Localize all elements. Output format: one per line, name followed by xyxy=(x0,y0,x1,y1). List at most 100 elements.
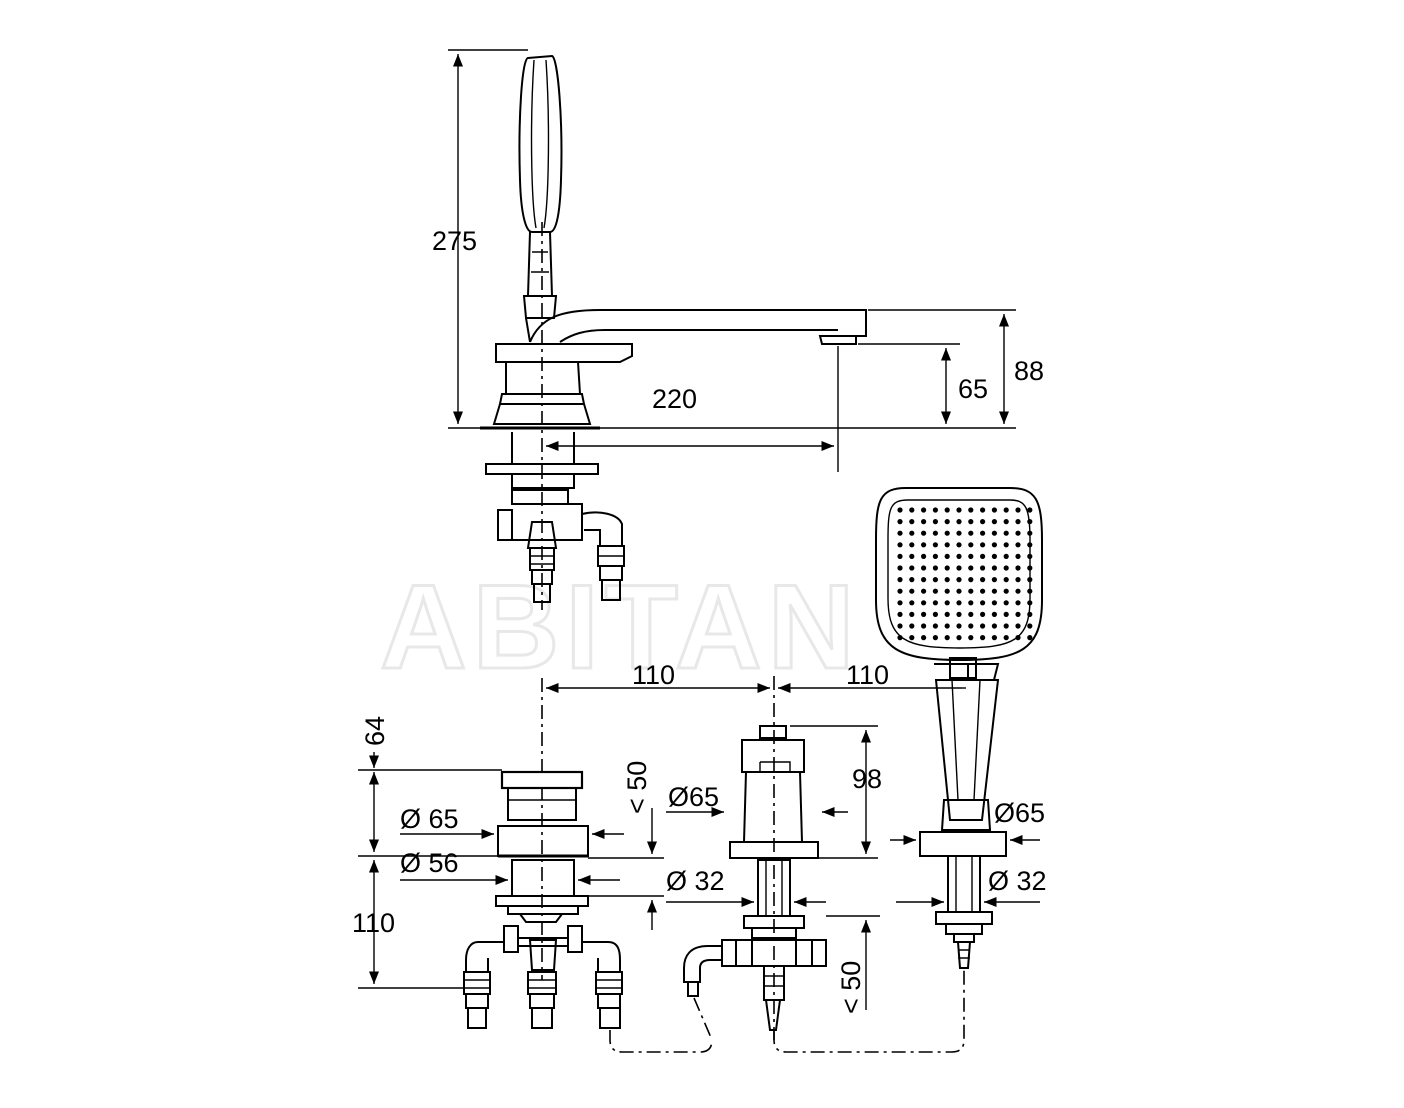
nozzle-dot xyxy=(980,519,986,525)
nozzle-dot xyxy=(932,611,939,618)
nozzle-dot xyxy=(897,611,903,618)
nozzle-dot xyxy=(968,600,974,606)
nozzle-dot xyxy=(944,635,950,641)
nozzle-dot xyxy=(956,530,962,536)
nozzle-dot xyxy=(991,611,998,618)
nozzle-dot xyxy=(1003,542,1009,548)
nozzle-dot xyxy=(897,600,903,606)
nozzle-dot xyxy=(909,530,915,536)
nozzle-dot xyxy=(921,623,927,629)
spacing-dimensions: 110 110 xyxy=(541,660,966,1040)
nozzle-dot xyxy=(1003,553,1009,560)
nozzle-dot xyxy=(1027,519,1033,525)
nozzle-dot xyxy=(1015,542,1021,548)
nozzle-dot xyxy=(921,553,927,560)
hand-shower-head xyxy=(875,487,1043,857)
nozzle-dot xyxy=(1015,611,1021,618)
hose-route xyxy=(609,970,965,1053)
nozzle-dot xyxy=(944,507,950,513)
nozzle-dot xyxy=(980,611,986,618)
nozzle-dot xyxy=(991,600,998,606)
nozzle-dot xyxy=(944,611,950,618)
nozzle-dot xyxy=(897,542,903,548)
nozzle-dot xyxy=(968,542,974,548)
nozzle-dot xyxy=(921,635,927,641)
nozzle-dot xyxy=(968,623,974,629)
nozzle-dot xyxy=(932,542,939,548)
nozzle-dot xyxy=(1027,623,1033,629)
nozzle-dot xyxy=(968,588,974,594)
nozzle-dot xyxy=(956,519,962,525)
nozzle-dot xyxy=(944,553,950,560)
nozzle-dot xyxy=(1003,530,1009,536)
nozzle-dot xyxy=(1003,635,1009,641)
nozzle-dot xyxy=(1015,577,1021,583)
nozzle-dot xyxy=(968,553,974,560)
nozzle-dot xyxy=(1027,565,1033,571)
nozzle-dot xyxy=(991,542,998,548)
nozzle-dot xyxy=(1003,577,1009,583)
nozzle-dot xyxy=(944,588,950,594)
nozzle-dot xyxy=(968,507,974,513)
nozzle-dot xyxy=(991,530,998,536)
nozzle-dot xyxy=(909,577,915,583)
nozzle-dot xyxy=(980,530,986,536)
nozzle-dot xyxy=(1003,588,1009,594)
nozzle-dot xyxy=(1027,530,1033,536)
nozzle-dot xyxy=(968,519,974,525)
nozzle-dot xyxy=(968,611,974,618)
nozzle-dot xyxy=(1027,635,1033,641)
nozzle-dot xyxy=(932,530,939,536)
nozzle-dot xyxy=(1003,507,1009,513)
nozzle-dot xyxy=(932,577,939,583)
nozzle-dot xyxy=(991,577,998,583)
nozzle-dot xyxy=(980,565,986,571)
dim-deck-thickness-right: < 50 xyxy=(836,961,866,1014)
nozzle-dot xyxy=(897,588,903,594)
nozzle-dot xyxy=(909,565,915,571)
dim-body-height: 88 xyxy=(1014,356,1044,386)
nozzle-dot xyxy=(968,577,974,583)
nozzle-dot xyxy=(921,519,927,525)
nozzle-dot xyxy=(1027,507,1033,513)
nozzle-dot xyxy=(921,600,927,606)
nozzle-dot xyxy=(1015,588,1021,594)
nozzle-dot xyxy=(897,519,903,525)
nozzle-dot xyxy=(932,623,939,629)
nozzle-dot xyxy=(956,600,962,606)
nozzle-dot xyxy=(968,565,974,571)
nozzle-dot xyxy=(932,507,939,513)
nozzle-dot xyxy=(909,588,915,594)
nozzle-dot xyxy=(932,565,939,571)
nozzle-dot xyxy=(944,565,950,571)
dim-spout-height: 65 xyxy=(958,374,988,404)
nozzle-dot xyxy=(932,588,939,594)
watermark-text: ABITAN xyxy=(380,560,860,694)
nozzle-dot xyxy=(944,623,950,629)
nozzle-dot xyxy=(980,507,986,513)
nozzle-dot xyxy=(1015,635,1021,641)
dim-dia-56: Ø 56 xyxy=(400,848,459,878)
nozzle-dot xyxy=(921,588,927,594)
nozzle-dot xyxy=(921,542,927,548)
nozzle-dot xyxy=(944,519,950,525)
nozzle-dot xyxy=(1027,611,1033,618)
nozzle-dot xyxy=(944,600,950,606)
nozzle-dot xyxy=(956,635,962,641)
nozzle-dot xyxy=(921,565,927,571)
nozzle-dot xyxy=(932,553,939,560)
nozzle-dot xyxy=(932,519,939,525)
nozzle-dot xyxy=(897,565,903,571)
nozzle-dot xyxy=(1003,611,1009,618)
nozzle-dot xyxy=(944,542,950,548)
valve-component-middle: Ø65 Ø 32 98 < 50 xyxy=(666,725,882,1031)
nozzle-dot xyxy=(897,530,903,536)
nozzle-dot xyxy=(956,588,962,594)
nozzle-dot xyxy=(932,635,939,641)
nozzle-dot xyxy=(1003,565,1009,571)
nozzle-dot xyxy=(909,553,915,560)
nozzle-dot xyxy=(932,600,939,606)
nozzle-dot xyxy=(1015,623,1021,629)
nozzle-dot xyxy=(921,611,927,618)
nozzle-dot xyxy=(1015,600,1021,606)
